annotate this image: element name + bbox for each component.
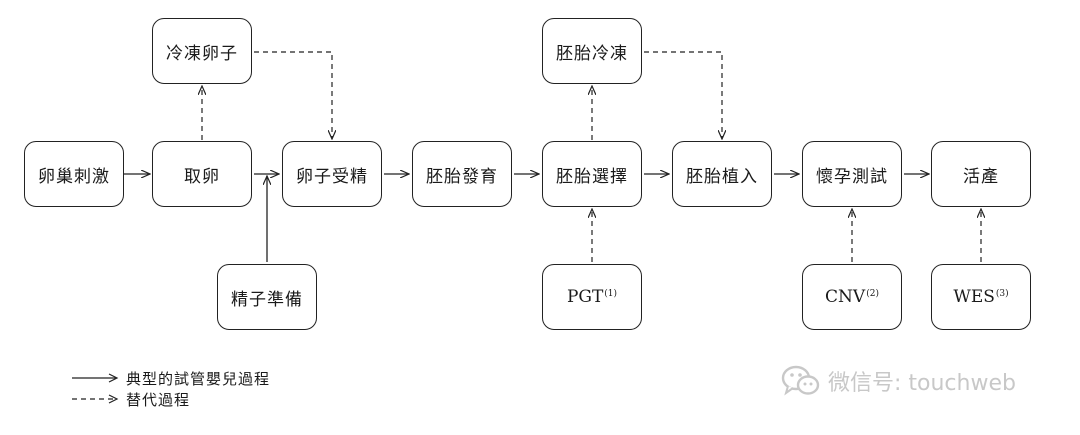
- wechat-icon: [781, 365, 820, 396]
- footnote-marker: (1): [604, 289, 618, 299]
- node-label: CNV: [825, 287, 866, 307]
- node-pgt: PGT(1): [542, 264, 642, 330]
- footnote-marker: (3): [995, 289, 1009, 299]
- node-fertilization: 卵子受精: [282, 141, 382, 207]
- node-embryo-selection: 胚胎選擇: [542, 141, 642, 207]
- node-label: 精子準備: [231, 289, 303, 310]
- legend-dashed: 替代過程: [70, 389, 190, 409]
- node-embryo-culture: 胚胎發育: [412, 141, 512, 207]
- node-wes: WES(3): [931, 264, 1031, 330]
- watermark-text: 微信号: touchweb: [828, 371, 1016, 396]
- footnote-marker: (2): [866, 289, 879, 299]
- node-label: 胚胎植入: [686, 166, 758, 187]
- node-embryo-freezing: 胚胎冷凍: [542, 18, 642, 84]
- node-label: 胚胎選擇: [556, 166, 628, 187]
- node-label: 卵子受精: [296, 166, 368, 187]
- node-label: 懷孕測試: [816, 166, 888, 187]
- node-label: 胚胎發育: [426, 166, 498, 187]
- node-label: 胚胎冷凍: [556, 43, 628, 64]
- node-pregnancy-test: 懷孕測試: [802, 141, 902, 207]
- node-label: 取卵: [184, 166, 220, 187]
- node-ovarian-stimulation: 卵巢刺激: [24, 141, 124, 207]
- node-label: PGT: [566, 287, 604, 307]
- node-label: 冷凍卵子: [166, 43, 238, 64]
- legend-solid: 典型的試管嬰兒過程: [70, 368, 270, 388]
- legend-dashed-label: 替代過程: [126, 390, 191, 409]
- node-live-birth: 活產: [931, 141, 1031, 207]
- solid-arrow-sample: [72, 373, 119, 383]
- node-egg-freezing: 冷凍卵子: [152, 18, 252, 84]
- watermark: 微信号: touchweb: [780, 364, 1016, 398]
- node-label: 活產: [963, 166, 999, 187]
- legend-solid-label: 典型的試管嬰兒過程: [126, 369, 271, 388]
- node-label: WES: [953, 287, 995, 307]
- node-cnv: CNV(2): [802, 264, 902, 330]
- node-label: 卵巢刺激: [38, 166, 110, 187]
- dashed-arrow-embryo-freezing-to-transfer: [644, 51, 722, 139]
- dashed-arrow-sample: [72, 394, 119, 404]
- dashed-arrow-egg-freezing-to-fertilization: [254, 51, 332, 139]
- node-sperm-preparation: 精子準備: [217, 264, 317, 330]
- node-embryo-transfer: 胚胎植入: [672, 141, 772, 207]
- node-egg-retrieval: 取卵: [152, 141, 252, 207]
